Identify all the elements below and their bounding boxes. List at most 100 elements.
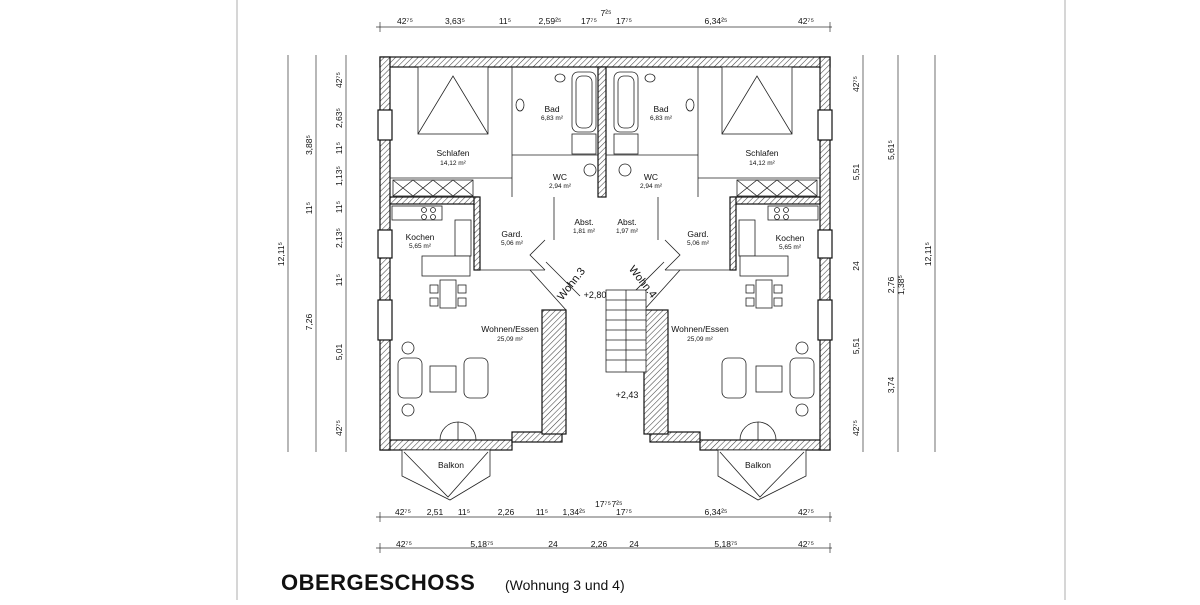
balcony-doors (439, 421, 777, 441)
dimension-right: 42⁷⁵ 5,51 24 5,51 42⁷⁵ 5,61⁵ 2,76 1,38⁵ … (851, 55, 936, 452)
dimension-bottom-2: 42⁷⁵ 5,18⁷⁵ 24 2,26 24 5,18⁷⁵ 42⁷⁵ (376, 539, 832, 553)
dim-bottom2-1: 42⁷⁵ (396, 539, 412, 549)
dim-bottom1-6: 1,34²⁵ (563, 507, 586, 517)
room-name-schlafen-left: Schlafen (436, 148, 469, 158)
dim-right-inner-3: 24 (851, 261, 861, 271)
room-name-wc-left: WC (553, 172, 567, 182)
dim-left-inner-7: 11⁵ (334, 274, 344, 286)
room-area-bad-left: 6,83 m² (541, 115, 564, 122)
dim-top-7: 17⁷⁵ (616, 16, 632, 26)
dim-left-inner-8: 5,01 (334, 343, 344, 360)
dim-left-inner-9: 42⁷⁵ (334, 420, 344, 436)
room-area-wohnen-right: 25,09 m² (687, 336, 713, 343)
room-area-schlafen-right: 14,12 m² (749, 160, 775, 167)
room-name-gard-left: Gard. (501, 229, 522, 239)
staircase (605, 289, 647, 373)
room-name-bad-left: Bad (544, 104, 559, 114)
dim-right-inner-1: 42⁷⁵ (851, 76, 861, 92)
room-area-abst-right: 1,97 m² (616, 228, 639, 235)
dim-left-inner-2: 2,63⁵ (334, 108, 344, 128)
dim-right-inner-4: 5,51 (851, 337, 861, 354)
room-name-bad-right: Bad (653, 104, 668, 114)
dim-bottom1-7: 17⁷⁵ (595, 499, 611, 509)
dim-left-inner-4: 1,13⁵ (334, 166, 344, 186)
room-name-wohnen-left: Wohnen/Essen (481, 324, 539, 334)
dim-bottom2-5: 24 (629, 539, 639, 549)
kitchen-counter-left (391, 205, 472, 257)
plan-title: OBERGESCHOSS (281, 570, 476, 595)
bathtub-right (613, 71, 639, 133)
room-area-wohnen-left: 25,09 m² (497, 336, 523, 343)
room-name-wohnen-right: Wohnen/Essen (671, 324, 729, 334)
dim-bottom1-9: 17⁷⁵ (616, 507, 632, 517)
dim-right-mid-2: 2,76 (886, 276, 896, 293)
room-area-kochen-right: 5,65 m² (779, 244, 802, 251)
dim-top-1: 42⁷⁵ (397, 16, 413, 26)
dim-right-outer: 12,11⁵ (923, 242, 933, 266)
room-area-wc-left: 2,94 m² (549, 183, 572, 190)
level-upper: +2,80 (584, 290, 607, 300)
room-area-kochen-left: 5,65 m² (409, 243, 432, 250)
dim-left-mid-2: 7,26 (304, 313, 314, 330)
dim-bottom1-10: 6,34²⁵ (705, 507, 728, 517)
dim-bottom2-7: 42⁷⁵ (798, 539, 814, 549)
dim-left-mid-1: 11⁵ (304, 202, 314, 214)
room-name-abst-right: Abst. (617, 217, 636, 227)
dim-bottom2-3: 24 (548, 539, 558, 549)
kitchen-counter-right (738, 205, 819, 257)
dim-left-inner-6: 2,13⁵ (334, 228, 344, 248)
room-name-kochen-left: Kochen (406, 232, 435, 242)
wardrobe-left (392, 179, 474, 197)
dim-left-inner2: 3,88⁵ (304, 135, 314, 155)
dim-right-mid-4: 3,74 (886, 376, 896, 393)
interior-walls (390, 67, 820, 311)
dim-right-mid-3: 1,38⁵ (896, 275, 906, 295)
dim-top-6: 7²⁵ (600, 8, 611, 18)
dining-table-right (739, 255, 789, 309)
dim-right-inner-2: 5,51 (851, 163, 861, 180)
dimension-top: 42⁷⁵ 3,63⁵ 11⁵ 2,59²⁵ 17⁷⁵ 7²⁵ 17⁷⁵ 6,34… (376, 8, 832, 32)
dim-bottom2-6: 5,18⁷⁵ (714, 539, 737, 549)
living-set-right (721, 341, 815, 417)
balcony-right (717, 449, 807, 501)
dim-bottom1-2: 2,51 (427, 507, 444, 517)
dim-bottom1-11: 42⁷⁵ (798, 507, 814, 517)
level-lower: +2,43 (616, 390, 639, 400)
dim-bottom1-8: 7²⁵ (611, 499, 622, 509)
dimension-bottom-1: 42⁷⁵ 2,51 11⁵ 2,26 11⁵ 1,34²⁵ 17⁷⁵ 7²⁵ 1… (376, 499, 832, 522)
bathtub-left (571, 71, 597, 133)
dim-left-inner-1: 42⁷⁵ (334, 72, 344, 88)
dim-bottom2-2: 5,18⁷⁵ (470, 539, 493, 549)
room-name-kochen-right: Kochen (776, 233, 805, 243)
dim-left-inner-3: 11⁵ (334, 142, 344, 154)
dim-top-9: 42⁷⁵ (798, 16, 814, 26)
dim-top-4: 2,59²⁵ (539, 16, 562, 26)
plan-subtitle: (Wohnung 3 und 4) (505, 577, 625, 593)
room-area-gard-right: 5,06 m² (687, 240, 710, 247)
sinks (515, 73, 695, 177)
room-area-gard-left: 5,06 m² (501, 240, 524, 247)
room-area-wc-right: 2,94 m² (640, 183, 663, 190)
dim-bottom1-3: 11⁵ (458, 507, 470, 517)
shower-trays (571, 133, 639, 155)
dim-bottom1-4: 2,26 (498, 507, 515, 517)
dim-left-inner-5: 11⁵ (334, 201, 344, 213)
room-name-schlafen-right: Schlafen (745, 148, 778, 158)
room-name-wc-right: WC (644, 172, 658, 182)
dim-right-inner-5: 42⁷⁵ (851, 420, 861, 436)
bed-right (721, 66, 793, 135)
room-name-balkon-right: Balkon (745, 460, 771, 470)
dim-top-8: 6,34²⁵ (705, 16, 728, 26)
windows (377, 109, 833, 341)
room-name-gard-right: Gard. (687, 229, 708, 239)
living-set-left (397, 341, 489, 417)
wardrobe-right (736, 179, 818, 197)
dim-right-mid-1: 5,61⁵ (886, 140, 896, 160)
dim-top-5: 17⁷⁵ (581, 16, 597, 26)
dim-bottom1-1: 42⁷⁵ (395, 507, 411, 517)
dimension-left: 12,11⁵ 11⁵ 7,26 3,88⁵ 42⁷⁵ 2,63⁵ 11⁵ 1,1… (276, 55, 347, 452)
dim-top-3: 11⁵ (499, 16, 511, 26)
room-name-balkon-left: Balkon (438, 460, 464, 470)
